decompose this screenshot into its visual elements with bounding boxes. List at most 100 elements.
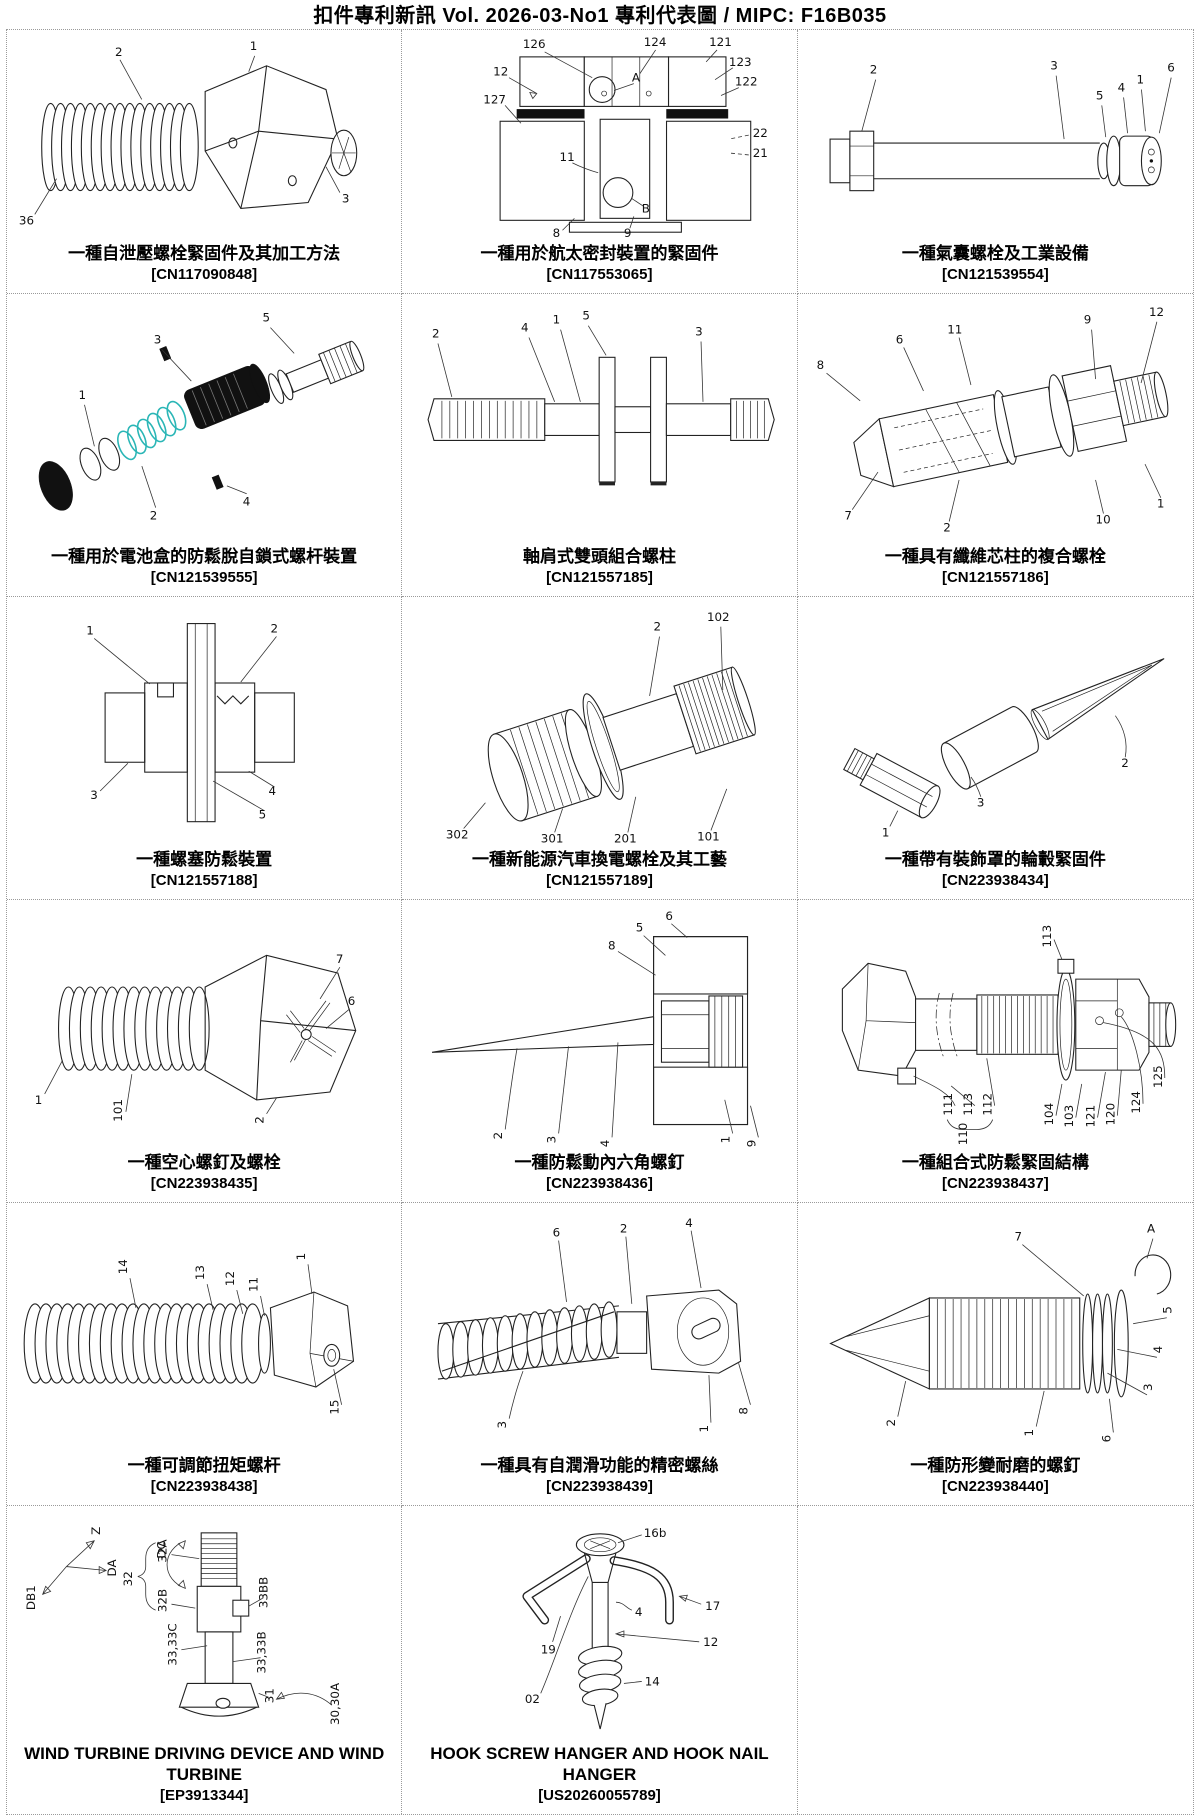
part-label: 4 [686,1216,694,1230]
axis-label: Z [89,1527,103,1535]
part-label: 14 [116,1259,130,1274]
part-label: B [642,201,650,215]
patent-number: [CN121557186] [808,568,1183,588]
screw-drawing [438,1290,741,1379]
patent-cell: 2 4 1 5 3 軸肩式雙頭組合螺柱 [CN121557185] [402,294,797,597]
part-label: 6 [553,1226,561,1240]
part-label: 4 [635,1605,643,1619]
patent-title: 一種防形變耐磨的螺釘 [808,1455,1183,1476]
part-label: 7 [336,952,344,966]
part-label: 6 [895,332,903,346]
part-label: 2 [869,63,877,77]
part-label: 4 [269,784,277,798]
caption: 軸肩式雙頭組合螺柱 [CN121557185] [402,545,796,596]
assembly-drawing [842,959,1175,1084]
part-label: 9 [624,226,632,240]
spring [114,399,189,462]
part-label: 7 [844,509,852,523]
part-label: 2 [432,327,440,341]
bolt-drawing [477,647,765,835]
fig-wear-resistant-screw: 7 A 5 4 3 2 1 6 [802,1205,1189,1452]
patent-figure: 113 111 113 112 110 104 103 121 120 124 … [798,900,1193,1151]
patent-cell: 1 3 5 2 4 一種用於電池盒的防鬆脫自鎖式螺杆裝置 [CN12153955… [7,294,402,597]
patent-figure: 1 2 3 4 5 [7,597,401,848]
part-label: 30,30A [328,1682,342,1725]
patent-title: 一種新能源汽車換電螺栓及其工藝 [412,849,786,870]
hex-sleeve [841,743,944,820]
patent-title: 一種具有自潤滑功能的精密螺絲 [412,1455,786,1476]
hook-screw-drawing [527,1534,670,1729]
patent-cell: 2 3 5 4 1 6 一種氣囊螺栓及工業設備 [CN121539554] [798,30,1193,294]
patent-number: [CN223938434] [808,871,1183,891]
patent-number: [CN223938439] [412,1477,786,1497]
part-label: 1 [1022,1429,1036,1437]
patent-cell: 16b 17 4 12 19 14 02 HOOK SCREW HANGER A… [402,1506,797,1814]
bolt-drawing [179,1533,258,1716]
patent-number: [CN121539555] [17,568,391,588]
part-label: 2 [654,620,662,634]
part-label: 12 [1149,305,1164,319]
part-label: 22 [753,126,768,140]
part-label: 2 [115,45,123,59]
bolt-drawing [830,131,1161,191]
patent-number: [CN223938435] [17,1174,391,1194]
patent-number: [CN223938440] [808,1477,1183,1497]
exploded-parts [32,340,366,515]
patent-figure: 126 12 127 124 121 123 122 A 11 B 22 21 … [402,30,796,242]
fig-shoulder-stud: 2 4 1 5 3 [406,296,792,543]
cover-tube [936,703,1044,793]
fig-hex-socket-screw: 6 5 8 2 3 4 1 9 [406,902,792,1149]
patent-cell: 2 102 302 301 201 101 一種新能源汽車換電螺栓及其工藝 [C… [402,597,797,900]
patent-cell: 2 1 3 36 一種自泄壓螺栓緊固件及其加工方法 [CN117090848] [7,30,402,294]
coil-rod [24,1304,263,1383]
fig-airbag-bolt: 2 3 5 4 1 6 [802,32,1189,240]
hex-head [205,955,356,1100]
patent-figure: 2 3 5 4 1 6 [798,30,1193,242]
patent-cell: 1 3 2 一種帶有裝飾罩的輪轂緊固件 [CN223938434] [798,597,1193,900]
fig-battery-lock-screw-exploded: 1 3 5 2 4 [11,296,397,543]
part-label: 21 [753,146,768,160]
caption: HOOK SCREW HANGER AND HOOK NAIL HANGER [… [402,1742,796,1814]
part-label: 123 [729,55,752,69]
part-label: 1 [1157,497,1165,511]
patent-number: [CN121557189] [412,871,786,891]
patent-title: 軸肩式雙頭組合螺柱 [412,546,786,567]
threaded-shaft [42,103,199,190]
part-label: 4 [598,1140,612,1148]
patent-number: [CN121539554] [808,265,1183,285]
patent-title: 一種具有纖維芯柱的複合螺栓 [808,546,1183,567]
part-label: 1 [553,313,561,327]
part-label: 5 [263,311,271,325]
fig-self-relief-bolt: 2 1 3 36 [11,32,397,240]
spike [1028,644,1172,742]
patent-title: 一種用於電池盒的防鬆脫自鎖式螺杆裝置 [17,546,391,567]
fig-wheel-hub-fastener: 1 3 2 [802,599,1189,846]
part-label: 3 [154,332,162,346]
fig-hook-screw-hanger: 16b 17 4 12 19 14 02 [406,1508,792,1740]
patent-figure: 2 102 302 301 201 101 [402,597,796,848]
part-label: 14 [645,1674,660,1688]
patent-number: [CN121557188] [17,871,391,891]
part-label: 3 [1141,1383,1155,1391]
part-label: 11 [247,1277,261,1292]
part-label: 122 [735,75,758,89]
fig-ev-swap-bolt: 2 102 302 301 201 101 [406,599,792,846]
patent-title: 一種帶有裝飾罩的輪轂緊固件 [808,849,1183,870]
part-label: 8 [553,226,561,240]
bolt [266,340,367,405]
patent-title: 一種用於航太密封裝置的緊固件 [412,243,786,264]
fig-hollow-screw: 7 6 1 101 2 [11,902,397,1149]
part-label: 3 [695,325,703,339]
patent-cell: 7 A 5 4 3 2 1 6 一種防形變耐磨的螺釘 [CN223938440] [798,1203,1193,1506]
axis-label: DA [105,1559,119,1577]
patent-cell: 6 2 4 3 1 8 一種具有自潤滑功能的精密螺絲 [CN223938439] [402,1203,797,1506]
axis-tripod [43,1541,106,1594]
caption: 一種用於電池盒的防鬆脫自鎖式螺杆裝置 [CN121539555] [7,545,401,596]
patent-number: [CN117553065] [412,265,786,285]
caption: 一種具有纖維芯柱的複合螺栓 [CN121557186] [798,545,1193,596]
part-label: 124 [1129,1091,1143,1114]
figure-grid: 2 1 3 36 一種自泄壓螺栓緊固件及其加工方法 [CN117090848] [6,29,1194,1815]
part-label: 110 [956,1123,970,1146]
part-label: 4 [243,495,251,509]
caption: 一種用於航太密封裝置的緊固件 [CN117553065] [402,242,796,293]
